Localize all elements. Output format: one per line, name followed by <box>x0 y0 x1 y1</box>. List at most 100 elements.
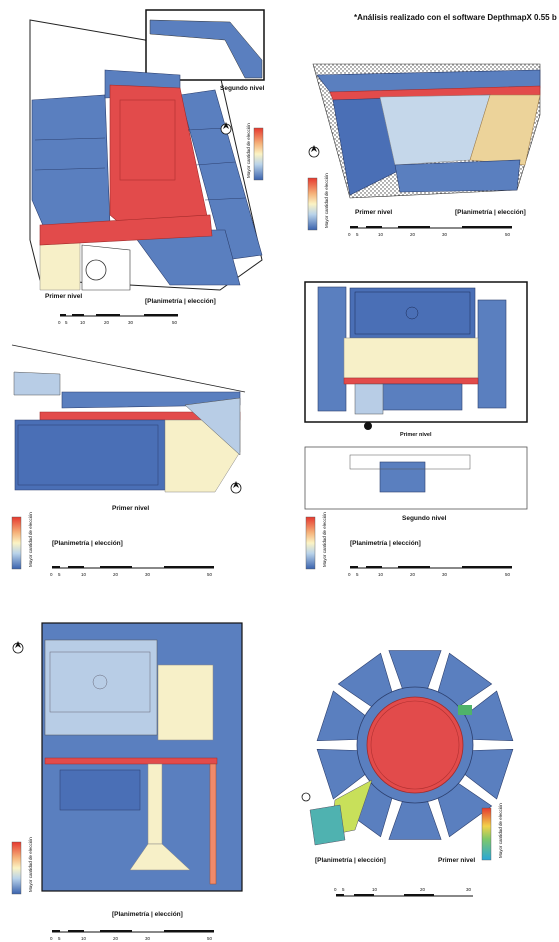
svg-text:50: 50 <box>207 936 213 941</box>
svg-text:5: 5 <box>342 887 345 892</box>
svg-text:0: 0 <box>334 887 337 892</box>
level-label: Primer nivel <box>112 505 149 512</box>
svg-text:30: 30 <box>466 887 472 892</box>
panel-3: Primer nivel Mayor cantidad de elección … <box>11 344 246 577</box>
entrance-court <box>39 239 81 291</box>
svg-text:5: 5 <box>58 572 61 577</box>
radial-wing <box>388 801 442 840</box>
panel-6: Mayor cantidad de elección [Planimetría … <box>301 650 514 897</box>
svg-text:30: 30 <box>145 572 151 577</box>
svg-text:5: 5 <box>58 936 61 941</box>
svg-text:30: 30 <box>442 232 448 237</box>
level-label-main: Primer nivel <box>45 293 82 300</box>
svg-text:0: 0 <box>58 320 61 325</box>
court-cream <box>343 337 479 379</box>
level-label-second: Segundo nivel <box>220 85 265 92</box>
legend-title: Mayor cantidad de elección <box>498 803 503 858</box>
choice-legend-bar <box>481 807 492 861</box>
svg-text:0: 0 <box>50 572 53 577</box>
software-note: *Análisis realizado con el software Dept… <box>354 13 557 22</box>
panel-5: Mayor cantidad de elección [Planimetría … <box>11 622 243 941</box>
sport-court <box>349 287 476 339</box>
corridor-red <box>44 757 218 765</box>
upper-level-corridor <box>149 19 263 79</box>
choice-legend-bar <box>11 516 22 570</box>
legend-title: Mayor cantidad de elección <box>28 512 33 567</box>
corridor-red <box>343 377 479 385</box>
svg-text:30: 30 <box>442 572 448 577</box>
scale-bar <box>336 894 473 897</box>
panel-4: Primer nivel Segundo nivel Mayor cantida… <box>304 281 528 577</box>
caption: [Planimetría | elección] <box>455 209 526 216</box>
svg-text:20: 20 <box>113 936 119 941</box>
court-blue <box>14 419 166 491</box>
level-label: Primer nivel <box>438 857 475 864</box>
caption: [Planimetría | elección] <box>350 540 421 547</box>
svg-text:10: 10 <box>378 572 384 577</box>
svg-text:10: 10 <box>81 572 87 577</box>
legend-title: Mayor cantidad de elección <box>322 512 327 567</box>
svg-text:5: 5 <box>356 232 359 237</box>
svg-text:10: 10 <box>372 887 378 892</box>
svg-text:0: 0 <box>348 232 351 237</box>
svg-text:30: 30 <box>128 320 134 325</box>
svg-text:20: 20 <box>410 232 416 237</box>
north-arrow-icon <box>301 792 311 802</box>
svg-text:5: 5 <box>356 572 359 577</box>
level-label-second: Segundo nivel <box>402 515 447 522</box>
scale-bar <box>60 314 178 317</box>
scale-bar <box>52 566 214 569</box>
central-hall-red <box>366 696 464 794</box>
svg-text:50: 50 <box>505 232 511 237</box>
scale-bar <box>52 930 214 933</box>
svg-text:50: 50 <box>207 572 213 577</box>
caption: [Planimetría | elección] <box>315 857 386 864</box>
svg-text:20: 20 <box>410 572 416 577</box>
court-tan <box>469 94 541 166</box>
entry-marker-icon <box>364 422 372 430</box>
corridor-red <box>39 214 213 246</box>
scale-bar <box>350 226 512 229</box>
svg-text:20: 20 <box>113 572 119 577</box>
radial-wing <box>388 650 442 689</box>
choice-legend-bar <box>305 516 316 570</box>
legend-title: Mayor cantidad de elección <box>324 173 329 228</box>
court-light <box>44 639 158 736</box>
choice-legend-bar <box>11 841 22 895</box>
svg-text:0: 0 <box>50 936 53 941</box>
svg-text:50: 50 <box>172 320 178 325</box>
svg-text:50: 50 <box>505 572 511 577</box>
choice-legend-bar <box>253 127 264 181</box>
level-label-main: Primer nivel <box>400 432 432 438</box>
svg-text:20: 20 <box>420 887 426 892</box>
scale-bar <box>350 566 512 569</box>
panel-1: Mayor cantidad de elección Segundo nivel… <box>29 9 265 325</box>
svg-text:0: 0 <box>348 572 351 577</box>
legend-title: Mayor cantidad de elección <box>28 837 33 892</box>
east-wing <box>179 89 263 261</box>
west-entry <box>13 371 61 396</box>
caption: [Planimetría | elección] <box>145 298 216 305</box>
panel-2: Mayor cantidad de elección Primer nivel … <box>307 63 541 237</box>
choice-legend-bar <box>307 177 318 231</box>
svg-text:20: 20 <box>104 320 110 325</box>
svg-text:30: 30 <box>145 936 151 941</box>
caption: [Planimetría | elección] <box>112 911 183 918</box>
svg-text:10: 10 <box>378 232 384 237</box>
svg-text:10: 10 <box>80 320 86 325</box>
west-wing <box>31 94 111 231</box>
svg-text:5: 5 <box>65 320 68 325</box>
caption: [Planimetría | elección] <box>52 540 123 547</box>
level-label: Primer nivel <box>355 209 392 216</box>
south-rooms <box>394 159 521 193</box>
svg-text:10: 10 <box>81 936 87 941</box>
court-cream <box>157 664 214 741</box>
legend-title: Mayor cantidad de elección <box>246 123 251 178</box>
